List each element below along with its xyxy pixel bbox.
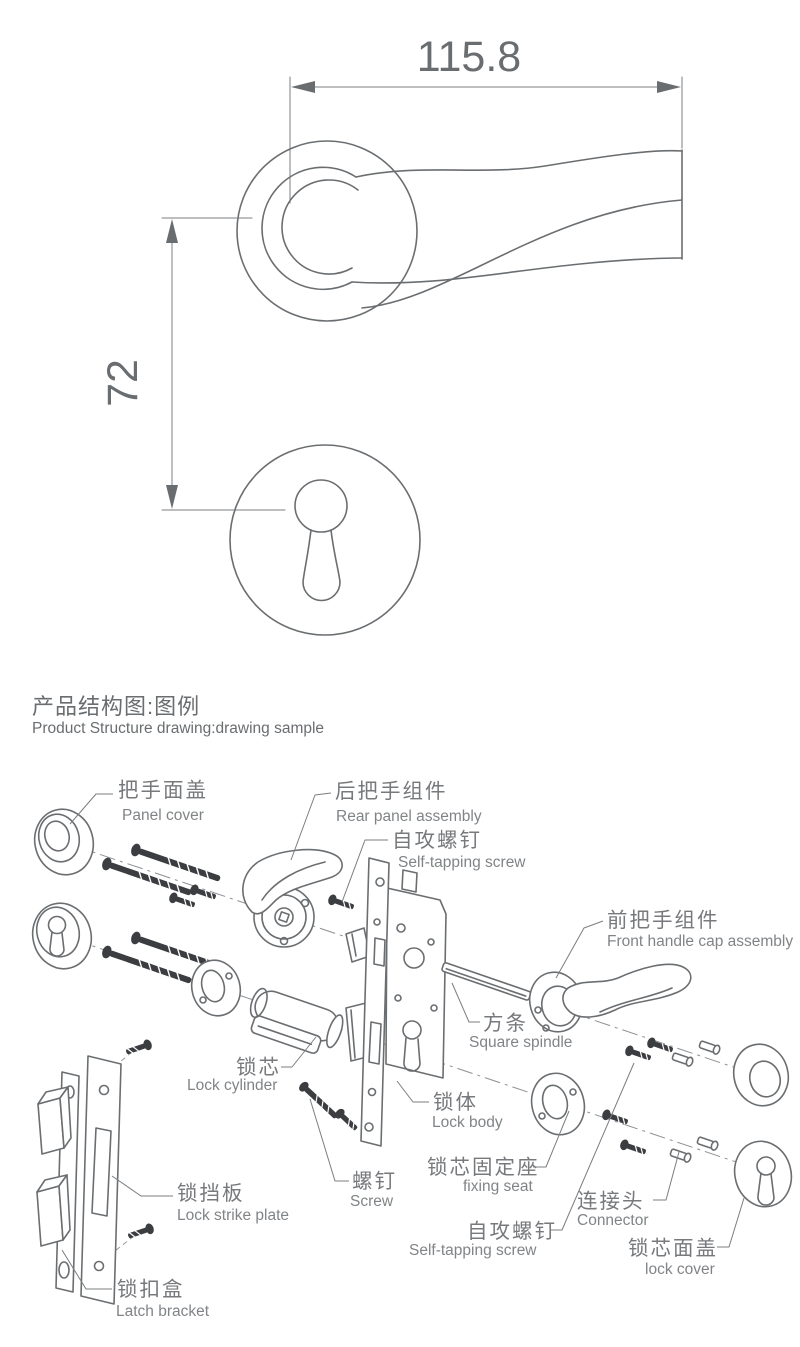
lock-body-screw-part (296, 1079, 341, 1122)
handle-front-view (236, 140, 683, 322)
label-en: Front handle cap assembly (607, 933, 793, 950)
width-dimension: 115.8 (289, 33, 683, 204)
label-zh: 方条 (483, 1012, 528, 1035)
label-zh: 把手面盖 (118, 779, 208, 802)
front-screws-connectors (623, 1035, 722, 1068)
latch-bracket-part (36, 1071, 80, 1293)
label-rear-panel-assembly: 后把手组件 Rear panel assembly (290, 780, 482, 861)
label-zh: 锁体 (433, 1091, 478, 1114)
leader-line (555, 920, 604, 979)
label-zh: 自攻螺钉 (392, 829, 482, 852)
width-dimension-value: 115.8 (417, 33, 521, 81)
label-en: lock cover (645, 1261, 715, 1278)
self-tapping-screw-top-part (326, 892, 357, 913)
keyhole-escutcheon-part (31, 902, 93, 970)
leader-line (717, 1197, 745, 1248)
leader-line (653, 1151, 680, 1201)
square-spindle-part (441, 962, 532, 1001)
arrow-left-icon (291, 81, 315, 93)
fixing-seat-left-part (190, 959, 242, 1017)
label-connector: 连接头 Connector (577, 1151, 680, 1229)
label-screw: 螺钉 Screw (309, 1098, 397, 1210)
leader-line (281, 1036, 317, 1068)
label-self-tapping-screw-top: 自攻螺钉 Self-tapping screw (341, 829, 526, 903)
leader-line (396, 1080, 429, 1103)
lock-cylinder-part (249, 987, 344, 1054)
lock-body-part (345, 857, 447, 1147)
front-handle-assembly-part (528, 963, 692, 1033)
dimension-drawing: 115.8 72 (99, 33, 683, 636)
label-en: Lock cylinder (187, 1077, 277, 1094)
label-square-spindle: 方条 Square spindle (451, 982, 572, 1051)
panel-cover-part (33, 808, 95, 876)
label-lock-body: 锁体 Lock body (396, 1080, 503, 1131)
arrow-down-icon (166, 485, 178, 509)
leader-line (111, 1175, 173, 1197)
handle-rose-cover-part (732, 1043, 790, 1107)
lock-cover-part (733, 1140, 793, 1208)
label-zh: 锁扣盒 (117, 1278, 185, 1301)
height-dimension-value: 72 (99, 359, 147, 407)
rear-handle-assembly-part (242, 848, 343, 948)
label-en: Lock strike plate (177, 1207, 289, 1224)
label-en: Rear panel assembly (336, 808, 482, 825)
label-en: Self-tapping screw (398, 854, 526, 871)
leader-line (341, 839, 388, 903)
label-front-handle-cap-assembly: 前把手组件 Front handle cap assembly (555, 909, 793, 979)
rear-screws-connectors (600, 1107, 720, 1164)
arrow-right-icon (657, 81, 681, 93)
height-dimension: 72 (99, 217, 286, 511)
label-en: Lock body (432, 1114, 503, 1131)
section-title: 产品结构图:图例 Product Structure drawing:drawi… (32, 694, 324, 737)
lock-body-screw2-part (332, 1106, 361, 1134)
label-lock-cylinder: 锁芯 Lock cylinder (187, 1036, 317, 1094)
label-zh: 连接头 (577, 1190, 645, 1213)
label-self-tapping-screw-bottom: 自攻螺钉 Self-tapping screw (409, 1062, 635, 1259)
label-en: Screw (350, 1193, 394, 1210)
leader-line (551, 1062, 635, 1231)
label-zh: 锁芯 (236, 1056, 281, 1079)
strike-plate-part (80, 1055, 122, 1305)
label-en: Self-tapping screw (409, 1242, 537, 1259)
leader-line (451, 982, 480, 1023)
label-fixing-seat: 锁芯固定座 fixing seat (427, 1110, 570, 1195)
section-title-en: Product Structure drawing:drawing sample (32, 720, 324, 737)
label-en: Square spindle (469, 1034, 572, 1051)
label-en: Panel cover (122, 807, 204, 824)
leader-line (533, 1110, 570, 1168)
label-en: Connector (577, 1212, 649, 1229)
label-zh: 前把手组件 (607, 909, 720, 932)
arrow-up-icon (166, 219, 178, 243)
section-title-zh: 产品结构图:图例 (32, 694, 200, 719)
label-en: Latch bracket (116, 1303, 210, 1320)
label-zh: 后把手组件 (335, 780, 448, 803)
leader-line (290, 792, 332, 861)
label-latch-bracket: 锁扣盒 Latch bracket (61, 1249, 210, 1320)
label-zh: 锁芯固定座 (427, 1156, 540, 1179)
exploded-diagram: 把手面盖 Panel cover 后把手组件 Rear panel assemb… (31, 779, 793, 1320)
fixing-seat-part (530, 1072, 586, 1136)
label-zh: 锁挡板 (177, 1182, 245, 1205)
leader-line (61, 1249, 112, 1290)
keyhole-rose-view (229, 444, 421, 636)
label-en: fixing seat (463, 1178, 533, 1195)
label-zh: 螺钉 (352, 1170, 397, 1193)
leader-line (309, 1098, 349, 1182)
label-zh: 锁芯面盖 (628, 1237, 718, 1260)
leader-line (69, 793, 113, 825)
label-zh: 自攻螺钉 (467, 1220, 557, 1243)
label-lock-cover: 锁芯面盖 lock cover (628, 1197, 745, 1278)
label-panel-cover: 把手面盖 Panel cover (69, 779, 208, 825)
label-lock-strike-plate: 锁挡板 Lock strike plate (111, 1175, 289, 1224)
